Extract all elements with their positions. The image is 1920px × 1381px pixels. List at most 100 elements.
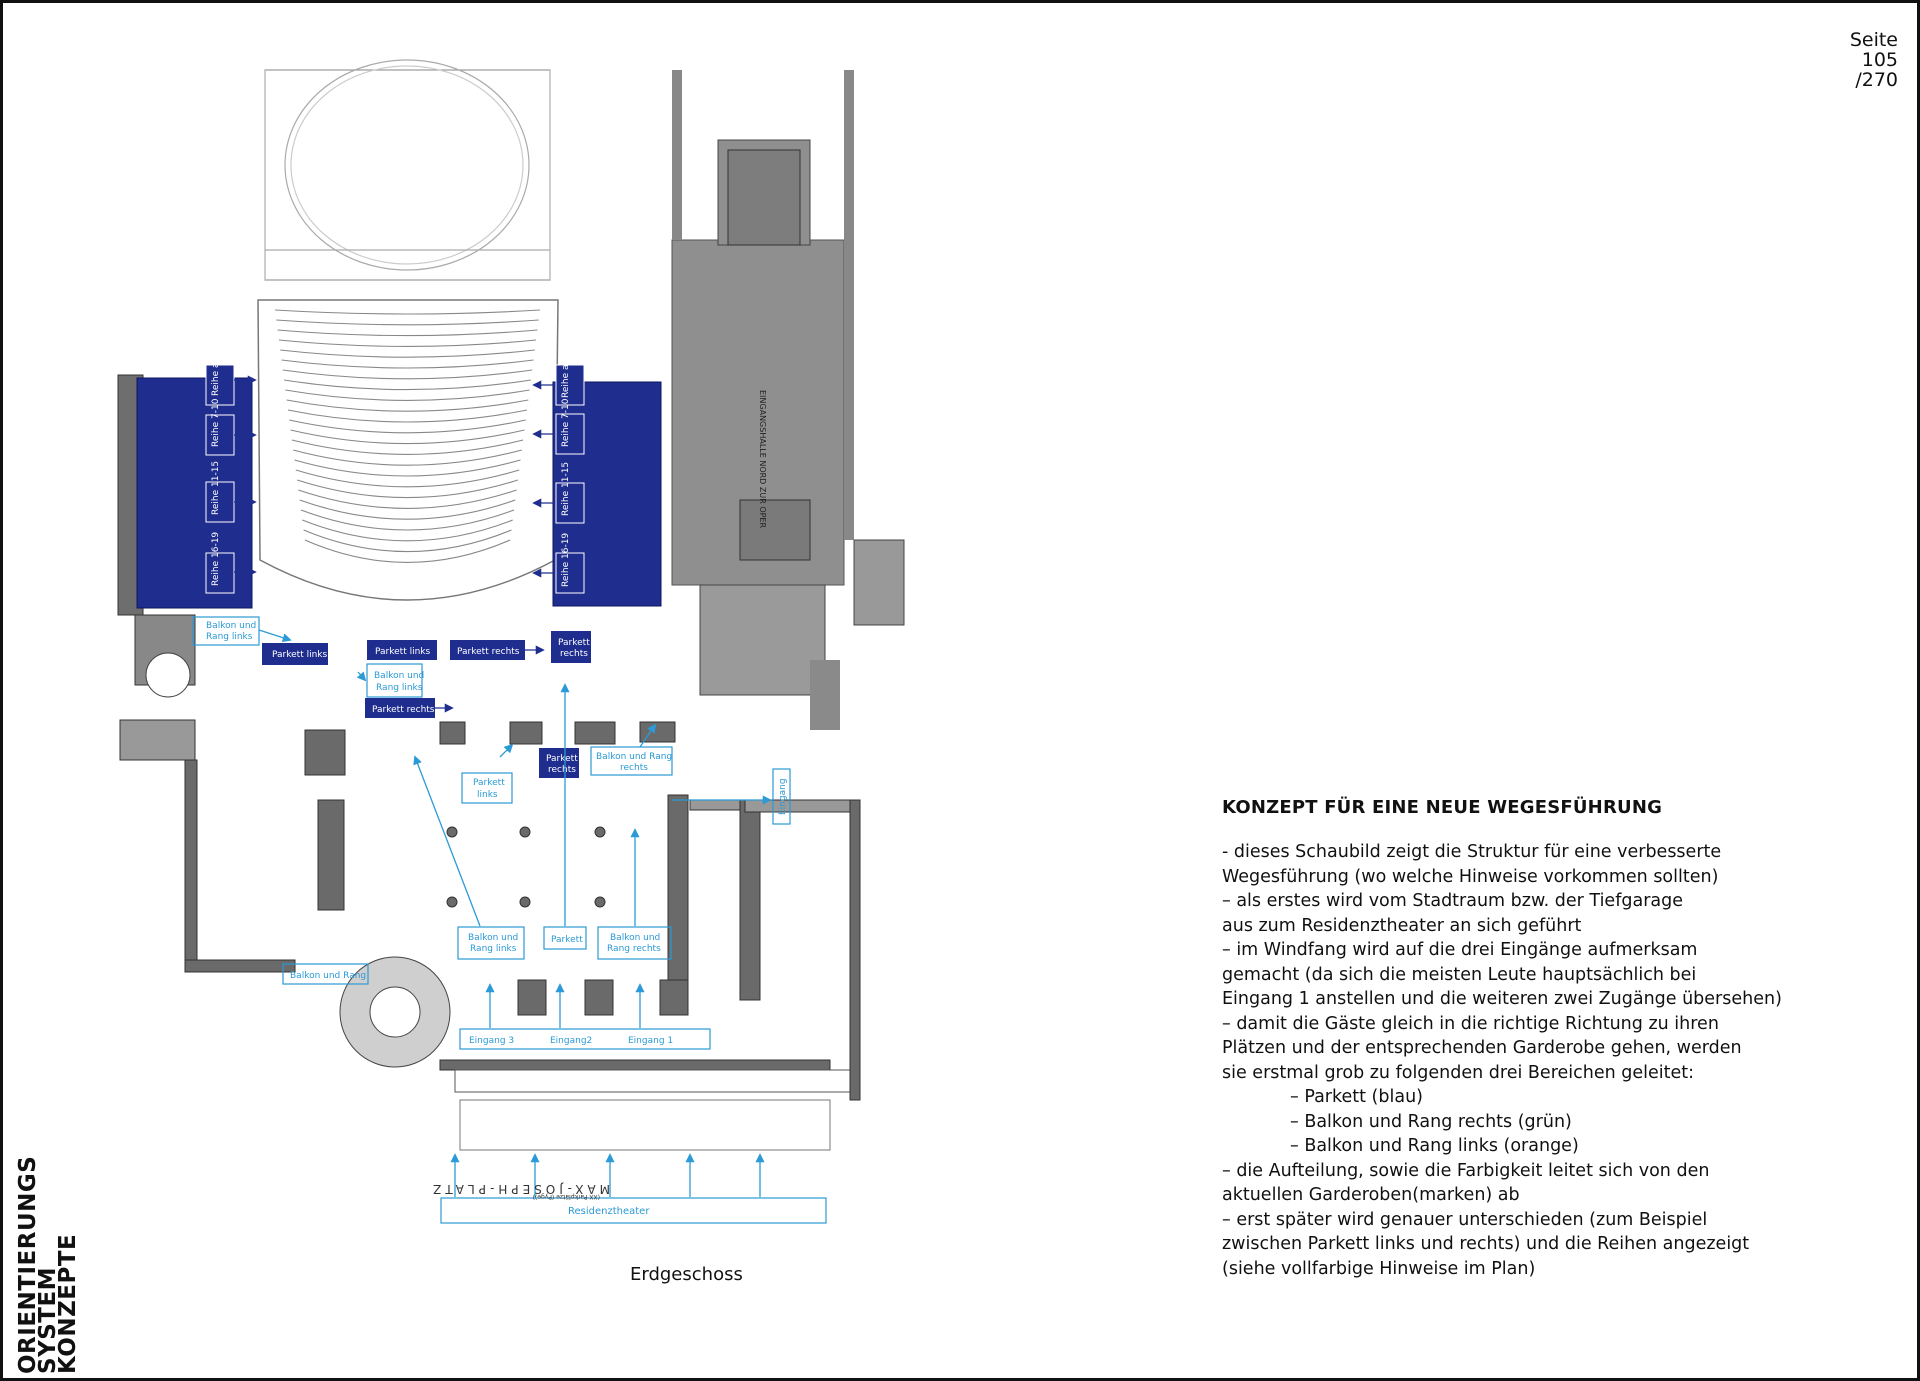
page-label: Seite: [1849, 29, 1898, 51]
seat-row: [281, 359, 534, 369]
sign-parkett-links-cyan-1: Parkett: [473, 778, 505, 788]
concept-title: KONZEPT FÜR EINE NEUE WEGESFÜHRUNG: [1222, 797, 1663, 818]
sign-balkon-und-rang: Balkon und Rang: [290, 971, 366, 981]
concept-line: aktuellen Garderoben(marken) ab: [1222, 1185, 1520, 1205]
seat-row: [285, 389, 530, 401]
sign-parkett-rechts-box2-2: rechts: [548, 765, 576, 775]
seat-row: [280, 349, 535, 358]
sign-balkon-rang-links-mid-2: Rang links: [376, 683, 423, 693]
row-left-2: Reihe 7-10: [211, 398, 221, 447]
seat-row: [302, 519, 513, 542]
auditorium: [257, 299, 559, 601]
sign-eingang-side: Eingang: [778, 778, 788, 815]
street-sub: (XX Parkplätze (Pyge)): [533, 1193, 600, 1200]
sign-balkon-rang-rechts-top-1: Balkon und Rang: [596, 752, 672, 762]
seat-row: [303, 529, 512, 553]
sign-balkon-rang-links-low-2: Rang links: [470, 944, 517, 954]
sign-balkon-rang-rechts-top-2: rechts: [620, 763, 648, 773]
seat-row: [304, 539, 511, 563]
row-left-1: Reihe a.b.1-6: [211, 336, 221, 396]
stage-area: [264, 59, 551, 281]
sign-parkett-rechts-box-1: Parkett: [558, 638, 590, 648]
cyan-arrows: [258, 629, 772, 1197]
concept-line: – im Windfang wird auf die drei Eingänge…: [1222, 940, 1698, 960]
seat-row: [274, 309, 541, 315]
seat-row: [299, 499, 516, 520]
hall-label: EINGANGSHALLE NORD ZUR OPER: [758, 390, 767, 528]
concept-line: – als erstes wird vom Stadtraum bzw. der…: [1222, 891, 1683, 911]
sign-parkett-rechts-2: Parkett rechts: [372, 705, 435, 715]
row-labels-right: Reihe a.b.1-6 Reihe 7-10 Reihe 11-15 Rei…: [555, 338, 585, 594]
concept-line: (siehe vollfarbige Hinweise im Plan): [1222, 1258, 1536, 1279]
seat-row: [294, 459, 521, 477]
blue-sign-arrows: [435, 645, 545, 713]
concept-line: sie erstmal grob zu folgenden drei Berei…: [1222, 1062, 1695, 1083]
row-right-3: Reihe 11-15: [561, 462, 571, 516]
sign-residenztheater: Residenztheater: [568, 1206, 650, 1217]
seat-row: [293, 449, 522, 466]
row-right-4: Reihe 16-19: [561, 533, 571, 587]
row-arrows: [234, 375, 555, 578]
sign-parkett-rechts-1: Parkett rechts: [457, 647, 520, 657]
sign-parkett-rechts-box-2: rechts: [560, 649, 588, 659]
seat-row: [284, 379, 531, 391]
seat-row: [289, 419, 526, 434]
sign-balkon-rang-links-top-2: Rang links: [206, 632, 253, 642]
sign-eingang-2: Eingang2: [550, 1036, 592, 1046]
row-right-2: Reihe 7-10: [561, 398, 571, 447]
sign-balkon-rang-links-mid-1: Balkon und: [374, 671, 424, 681]
seat-row: [277, 329, 538, 337]
seat-row: [295, 469, 520, 488]
row-left-3: Reihe 11-15: [211, 461, 221, 515]
blue-signs: Parkett links Parkett links Parkett rech…: [262, 631, 591, 778]
concept-line: - dieses Schaubild zeigt die Struktur fü…: [1222, 842, 1722, 862]
row-right-1: Reihe a.b.1-6: [561, 338, 571, 398]
concept-line: Wegesführung (wo welche Hinweise vorkomm…: [1222, 866, 1719, 887]
concept-line: – erst später wird genauer unterschieden…: [1222, 1209, 1708, 1230]
seat-row: [282, 369, 533, 380]
concept-line: Eingang 1 anstellen und die weiteren zwe…: [1222, 989, 1782, 1009]
sign-parkett-links-2: Parkett links: [375, 647, 431, 657]
concept-indented-line: – Parkett (blau): [1290, 1087, 1424, 1107]
seat-row: [291, 439, 524, 455]
seat-row: [296, 479, 519, 499]
concept-text: KONZEPT FÜR EINE NEUE WEGESFÜHRUNG - die…: [1222, 797, 1902, 1281]
sign-parkett-low: Parkett: [551, 935, 583, 945]
concept-line: aus zum Residenztheater an sich geführt: [1222, 915, 1582, 936]
page-current: 105: [1861, 49, 1898, 71]
concept-line: Plätzen und der entsprechenden Garderobe…: [1222, 1038, 1742, 1058]
seat-row: [290, 429, 525, 445]
sign-parkett-rechts-box2-1: Parkett: [546, 754, 578, 764]
concept-line: – die Aufteilung, sowie die Farbigkeit l…: [1222, 1160, 1710, 1181]
sign-parkett-links-1: Parkett links: [272, 650, 328, 660]
concept-line: gemacht (da sich die meisten Leute haupt…: [1222, 964, 1697, 985]
seat-row: [276, 319, 539, 326]
sign-balkon-rang-links-top-1: Balkon und: [206, 621, 256, 631]
seat-row: [278, 339, 537, 347]
concept-indented-line: – Balkon und Rang rechts (grün): [1290, 1111, 1572, 1132]
sign-balkon-rang-rechts-low-2: Rang rechts: [607, 944, 661, 954]
seat-row: [298, 489, 517, 509]
left-blue-block: [136, 377, 253, 609]
cyan-signs: Balkon und Rang links Balkon und Rang li…: [192, 616, 827, 1224]
seat-row: [300, 509, 515, 531]
row-left-4: Reihe 16-19: [211, 532, 221, 586]
street-label: MAX-JOSEPH-PLATZ (XX Parkplätze (Pyge)): [429, 1182, 610, 1200]
sign-balkon-rang-links-low-1: Balkon und: [468, 933, 518, 943]
entrance-hall-north: EINGANGSHALLE NORD ZUR OPER: [671, 70, 905, 730]
concept-line: zwischen Parkett links und rechts) und d…: [1222, 1234, 1750, 1254]
left-side-rooms: [117, 374, 196, 761]
page-total: /270: [1855, 69, 1898, 91]
page-number: Seite 105 /270: [1850, 30, 1898, 90]
floor-plan: EINGANGSHALLE NORD ZUR OPER: [117, 59, 905, 1224]
street-name: MAX-JOSEPH-PLATZ: [429, 1182, 610, 1196]
seat-row: [287, 409, 528, 423]
sign-balkon-rang-rechts-low-1: Balkon und: [610, 933, 660, 943]
plan-caption: Erdgeschoss: [630, 1264, 743, 1285]
concept-indented-line: – Balkon und Rang links (orange): [1290, 1136, 1579, 1156]
sign-eingang-3: Eingang 3: [469, 1036, 514, 1046]
seat-row: [286, 399, 529, 412]
concept-line: – damit die Gäste gleich in die richtige…: [1222, 1013, 1719, 1034]
sign-parkett-links-cyan-2: links: [477, 790, 498, 800]
